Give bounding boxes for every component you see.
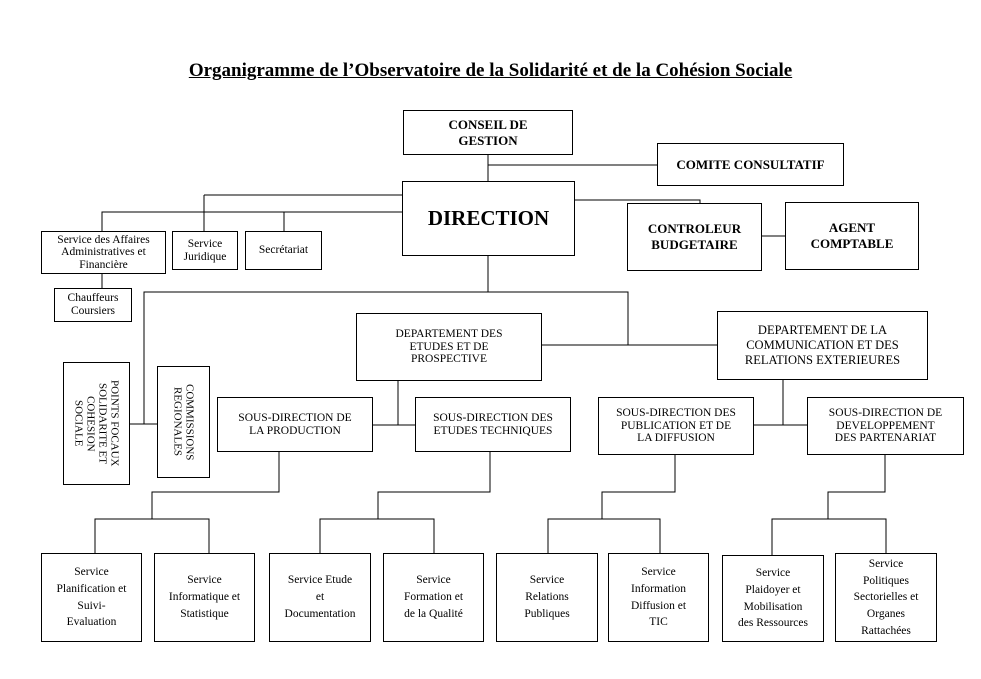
service-informatique-box: Service Informatique et Statistique [154,553,255,642]
service-politiques-sectorielles-box: Service Politiques Sectorielles et Organ… [835,553,937,642]
departement-etudes-box: DEPARTEMENT DES ETUDES ET DE PROSPECTIVE [356,313,542,381]
connector-line [151,452,280,519]
service-affaires-administratives-box: Service des Affaires Administratives et … [41,231,166,274]
connector-line [94,518,210,553]
commissions-regionales-box: COMMISSIONS REGIONALES [157,366,210,478]
departement-communication-box: DEPARTEMENT DE LA COMMUNICATION ET DES R… [717,311,928,380]
service-information-diffusion-box: Service Information Diffusion et TIC [608,553,709,642]
connector-line [101,211,402,231]
connector-line [575,199,701,203]
secretariat-box: Secrétariat [245,231,322,270]
sous-direction-etudes-techniques-box: SOUS-DIRECTION DES ETUDES TECHNIQUES [415,397,571,452]
connector-line [143,291,629,424]
direction-box: DIRECTION [402,181,575,256]
sous-direction-partenariat-box: SOUS-DIRECTION DE DEVELOPPEMENT DES PART… [807,397,964,455]
connector-line [771,518,887,555]
service-etude-documentation-box: Service Etude et Documentation [269,553,371,642]
comite-consultatif-box: COMITE CONSULTATIF [657,143,844,186]
service-formation-box: Service Formation et de la Qualité [383,553,484,642]
service-planification-box: Service Planification et Suivi- Evaluati… [41,553,142,642]
chauffeurs-coursiers-box: Chauffeurs Coursiers [54,288,132,322]
conseil-de-gestion-box: CONSEIL DE GESTION [403,110,573,155]
connector-line [547,518,661,553]
service-plaidoyer-box: Service Plaidoyer et Mobilisation des Re… [722,555,824,642]
connector-line [377,452,491,519]
connector-line [601,455,676,519]
agent-comptable-box: AGENT COMPTABLE [785,202,919,270]
connector-line [827,455,886,519]
service-juridique-box: Service Juridique [172,231,238,270]
controleur-budgetaire-box: CONTROLEUR BUDGETAIRE [627,203,762,271]
sous-direction-production-box: SOUS-DIRECTION DE LA PRODUCTION [217,397,373,452]
page-title: Organigramme de l’Observatoire de la Sol… [188,60,793,81]
sous-direction-publication-box: SOUS-DIRECTION DES PUBLICATION ET DE LA … [598,397,754,455]
points-focaux-box: POINTS FOCAUX SOLIDARITE ET COHESION SOC… [63,362,130,485]
connector-line [319,518,435,553]
service-relations-publiques-box: Service Relations Publiques [496,553,598,642]
